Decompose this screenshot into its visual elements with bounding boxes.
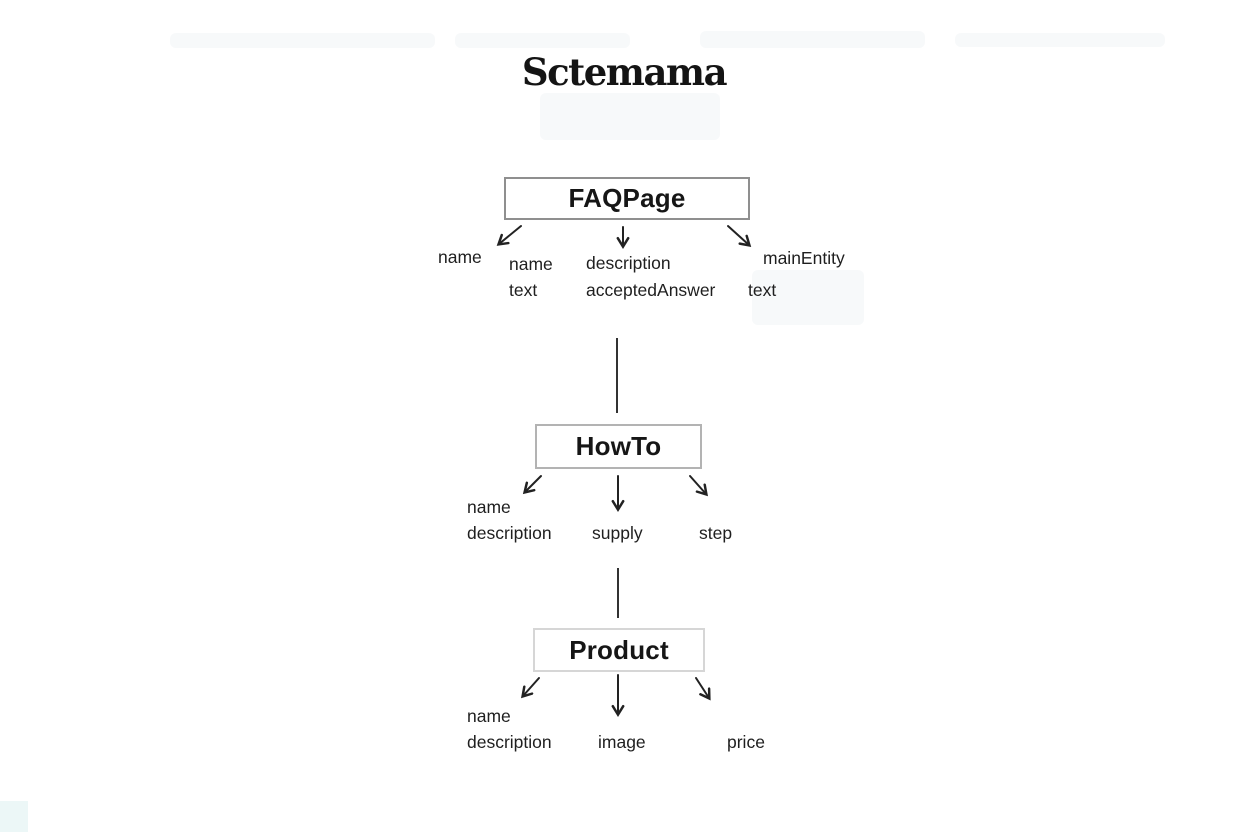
faqpage-prop-text: text [509,280,538,300]
ghost-artifact [170,33,435,48]
edge-faqpage-mainentity-arrow [727,225,752,248]
faqpage-prop-mainentity: mainEntity [763,248,845,268]
node-faqpage: FAQPage [504,177,750,220]
edge-howto-step-arrow [689,475,708,497]
node-product-label: Product [569,634,669,665]
edge-howto-name-arrow [522,475,542,495]
edge-product-price-arrow [695,677,711,701]
howto-prop-name: name [467,497,511,517]
faqpage-prop-acceptedanswer: acceptedAnswer [586,280,716,300]
ghost-artifact [752,270,864,325]
howto-prop-supply: supply [592,523,643,543]
edge-faqpage-name-arrow [496,225,522,246]
product-prop-image: image [598,732,646,752]
faqpage-prop-name-2: name [509,254,553,274]
edge-product-name-arrow [521,677,540,699]
faqpage-prop-description: description [586,253,671,273]
faqpage-prop-name: name [438,247,482,267]
node-howto-label: HowTo [575,431,662,461]
ghost-artifact [955,33,1165,47]
faqpage-prop-text-2: text [748,280,777,300]
ghost-artifact [455,33,630,48]
ghost-artifact [540,93,720,140]
product-prop-price: price [727,732,765,752]
ghost-artifact [700,31,925,48]
product-prop-description: description [467,732,552,752]
ghost-artifact [0,801,28,832]
howto-prop-description: description [467,523,552,543]
node-howto: HowTo [535,424,702,469]
howto-prop-step: step [699,523,733,543]
product-prop-name: name [467,706,511,726]
node-product: Product [533,628,705,672]
node-faqpage-label: FAQPage [568,183,686,213]
page-title: Sctemama [521,50,728,94]
